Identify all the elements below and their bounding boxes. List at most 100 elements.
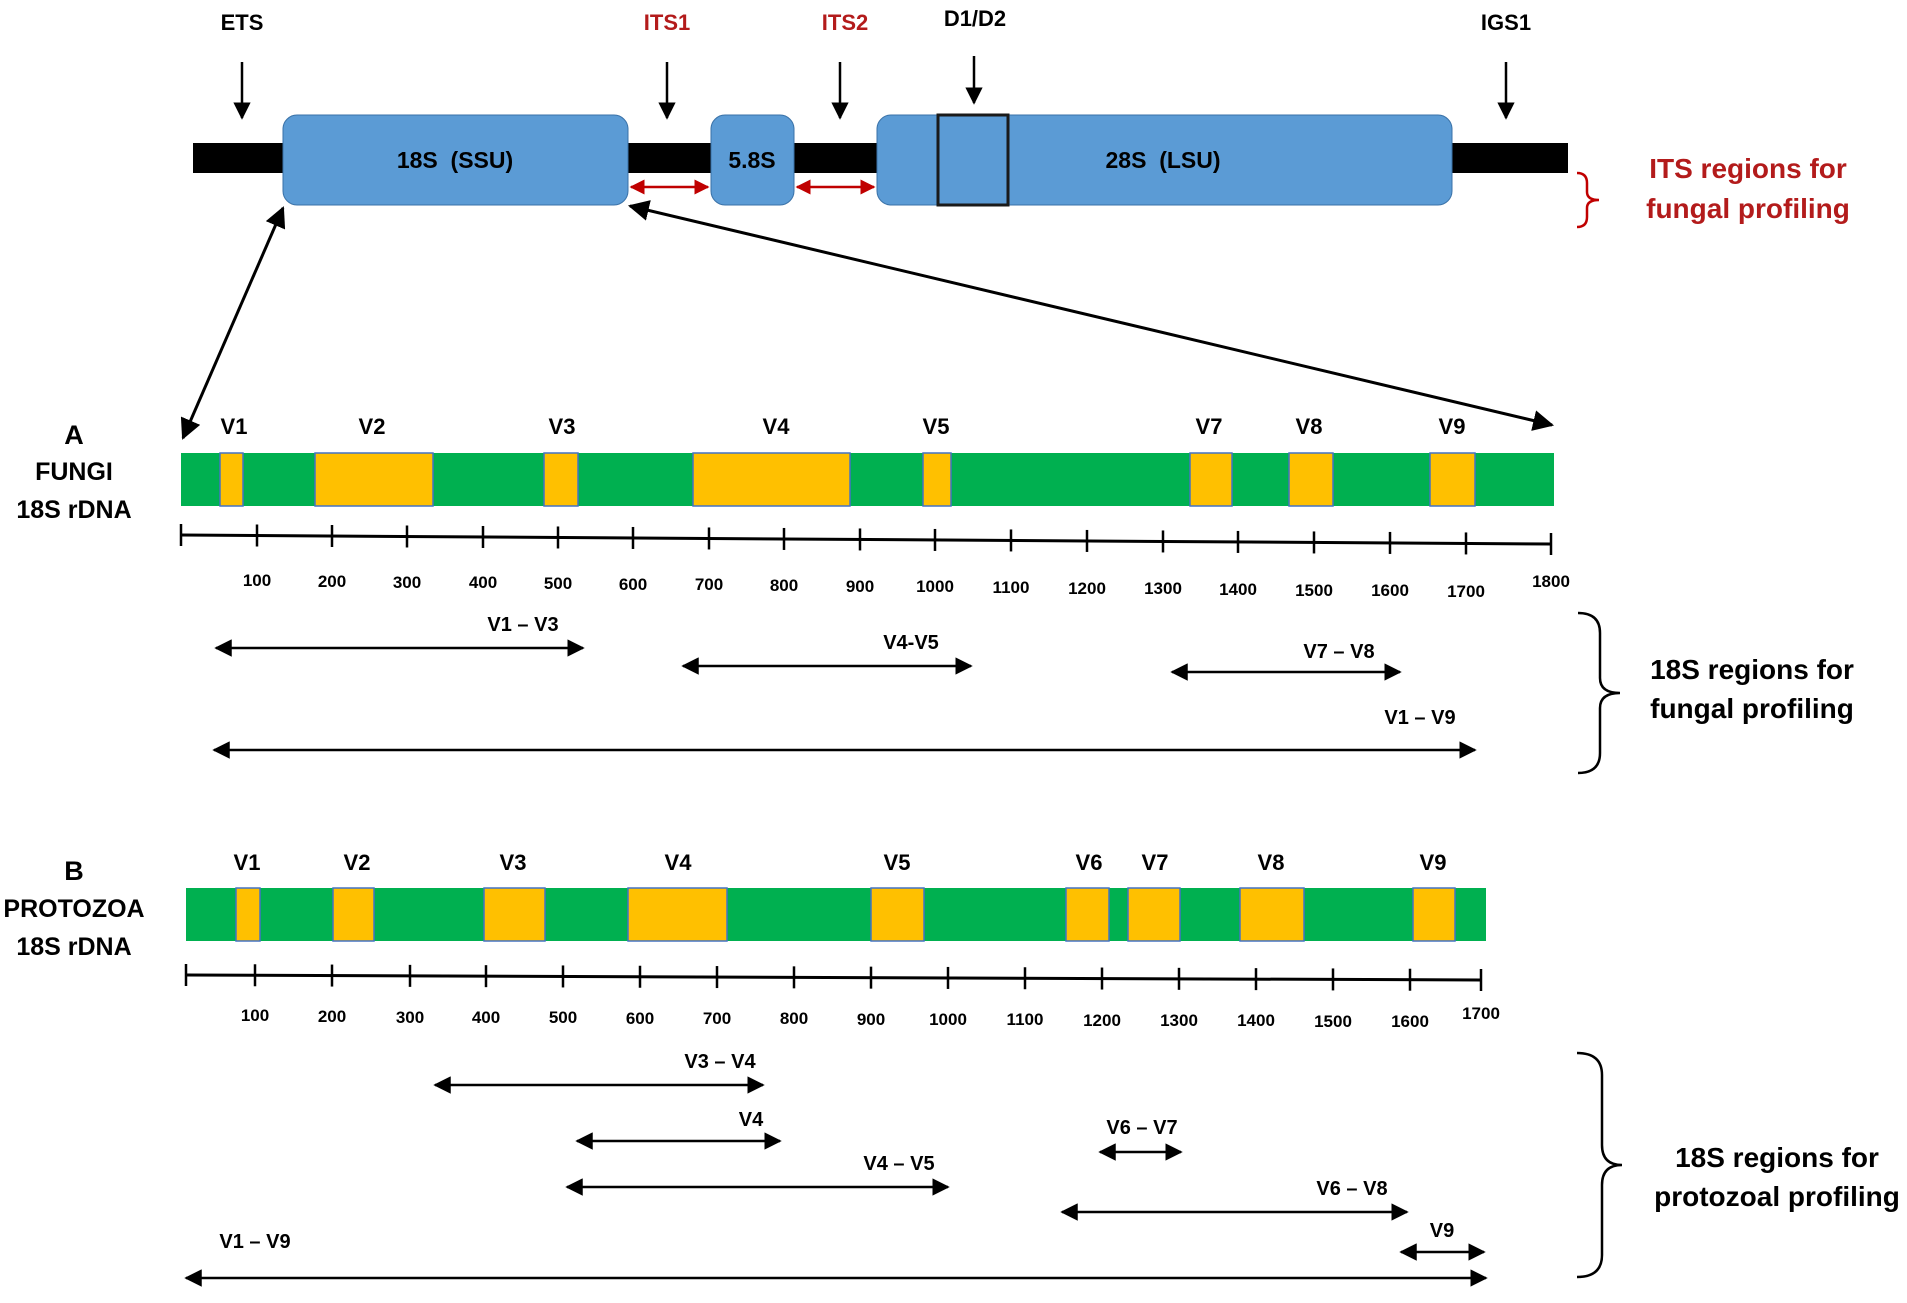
fungi-axis-tick-label: 1800	[1532, 572, 1570, 591]
marker-d1d2-label: D1/D2	[944, 6, 1006, 31]
protozoa-region-label-v2: V2	[344, 850, 371, 875]
protozoa-region-v7	[1127, 887, 1181, 942]
protozoa-region-label-v8: V8	[1258, 850, 1285, 875]
marker-igs1-label: IGS1	[1481, 10, 1531, 35]
protozoa-region-v2	[332, 887, 375, 942]
protozoa-region-v5	[870, 887, 925, 942]
protozoa-axis-tick-label: 1700	[1462, 1004, 1500, 1023]
its-note-line-1: ITS regions for	[1649, 153, 1847, 184]
its-note-brace	[1576, 171, 1600, 229]
protozoa-amplicon-v1-v9-label: V1 – V9	[219, 1231, 290, 1253]
fungi-region-label-v9: V9	[1439, 414, 1466, 439]
fungi-axis-tick-label: 800	[770, 576, 798, 595]
fungi-axis-tick-label: 200	[318, 572, 346, 591]
block-18s	[282, 114, 629, 206]
fungi-axis-tick-label: 1000	[916, 577, 954, 596]
fungi-axis-tick-label: 500	[544, 574, 572, 593]
protozoa-region-group: V1 V2 V3 V4 V5 V6 V7 V8 V9	[234, 850, 1456, 942]
operon-diagram: 18S (SSU) 5.8S 28S (LSU) ETS ITS1 ITS2 D…	[180, 6, 1850, 440]
fungi-axis-tick-label: 400	[469, 573, 497, 592]
fungi-region-label-v8: V8	[1296, 414, 1323, 439]
block-5-8s-label: 5.8S	[728, 147, 775, 173]
fungi-amplicon-v1-v9-label: V1 – V9	[1384, 707, 1455, 729]
fungi-title-line-2: 18S rDNA	[16, 496, 131, 524]
fungi-amplicon-v1-v3-label: V1 – V3	[487, 614, 558, 636]
marker-ets-label: ETS	[221, 10, 264, 35]
fungi-region-label-v4: V4	[763, 414, 791, 439]
fungi-axis-tick-label: 900	[846, 577, 874, 596]
fungi-region-v7	[1189, 452, 1233, 507]
protozoa-region-label-v3: V3	[500, 850, 527, 875]
protozoa-amplicon-v6-v7-label: V6 – V7	[1106, 1117, 1177, 1139]
protozoa-axis-tick-label: 1100	[1007, 1010, 1044, 1029]
its-note-line-2: fungal profiling	[1646, 193, 1850, 224]
protozoa-axis-tick-label: 500	[549, 1008, 577, 1027]
protozoa-amplicon-v9-label: V9	[1430, 1220, 1454, 1242]
fungi-axis-tick-label: 100	[243, 571, 271, 590]
fungi-region-v1	[219, 452, 244, 507]
fungi-region-v2	[314, 452, 434, 507]
protozoa-note-line-2: protozoal profiling	[1654, 1181, 1900, 1212]
fungi-letter: A	[64, 420, 84, 450]
fungi-axis-tick-label: 1100	[993, 578, 1030, 597]
protozoa-axis-tick-label: 1200	[1083, 1011, 1121, 1030]
protozoa-region-label-v9: V9	[1420, 850, 1447, 875]
fungi-region-label-v3: V3	[549, 414, 576, 439]
protozoa-note-brace	[1576, 1051, 1623, 1279]
fungi-axis-tick-label: 1700	[1447, 582, 1485, 601]
fungi-axis-tick-label: 1400	[1219, 580, 1257, 599]
protozoa-region-v6	[1065, 887, 1110, 942]
protozoa-note-line-1: 18S regions for	[1675, 1142, 1879, 1173]
protozoa-region-label-v5: V5	[884, 850, 911, 875]
protozoa-axis-tick-label: 1500	[1314, 1012, 1352, 1031]
protozoa-region-label-v6: V6	[1076, 850, 1103, 875]
protozoa-axis-tick-label: 100	[241, 1006, 269, 1025]
protozoa-title-line-2: 18S rDNA	[16, 933, 131, 961]
protozoa-axis-tick-label: 300	[396, 1008, 424, 1027]
marker-its2-label: ITS2	[822, 10, 868, 35]
protozoa-region-v1	[235, 887, 261, 942]
fungi-region-label-v5: V5	[923, 414, 950, 439]
protozoa-axis-line	[185, 973, 1482, 982]
fungi-region-label-v1: V1	[221, 414, 248, 439]
protozoa-region-v9	[1412, 887, 1456, 942]
fungi-axis-tick-label: 1200	[1068, 579, 1106, 598]
protozoa-axis-tick-label: 400	[472, 1008, 500, 1027]
fungi-region-v4	[692, 452, 851, 507]
protozoa-region-v8	[1239, 887, 1305, 942]
fungi-axis-tick-label: 1600	[1371, 581, 1409, 600]
protozoa-axis-tick-label: 600	[626, 1009, 654, 1028]
fungi-amplicon-v4-v5-label: V4-V5	[883, 632, 939, 654]
zoom-arrow-right	[627, 200, 1555, 431]
marker-its1-label: ITS1	[644, 10, 690, 35]
protozoa-axis-tick-label: 900	[857, 1010, 885, 1029]
fungi-region-label-v2: V2	[359, 414, 386, 439]
protozoa-region-v3	[483, 887, 546, 942]
protozoa-amplicon-v6-v8-label: V6 – V8	[1316, 1178, 1387, 1200]
fungi-amplicon-v7-v8-label: V7 – V8	[1303, 641, 1374, 663]
protozoa-region-label-v4: V4	[665, 850, 693, 875]
protozoa-axis-tick-label: 200	[318, 1007, 346, 1026]
fungi-region-v5	[922, 452, 952, 507]
protozoa-axis-tick-label: 1600	[1391, 1012, 1429, 1031]
protozoa-axis-tick-label: 800	[780, 1009, 808, 1028]
fungi-region-v3	[543, 452, 579, 507]
protozoa-region-v4	[627, 887, 728, 942]
protozoa-title-line-1: PROTOZOA	[3, 895, 144, 923]
protozoa-amplicon-v3-v4-label: V3 – V4	[684, 1051, 756, 1073]
protozoa-region-label-v7: V7	[1142, 850, 1169, 875]
fungi-axis-line	[180, 533, 1552, 546]
fungi-note-line-1: 18S regions for	[1650, 654, 1854, 685]
fungi-region-v8	[1288, 452, 1334, 507]
protozoa-amplicon-v4-v5-label: V4 – V5	[863, 1153, 934, 1175]
fungi-note-brace	[1577, 611, 1621, 775]
protozoa-axis-tick-label: 1000	[929, 1010, 967, 1029]
fungi-axis-tick-label: 1500	[1295, 581, 1333, 600]
block-28s-label: 28S (LSU)	[1105, 147, 1220, 173]
protozoa-region-label-v1: V1	[234, 850, 261, 875]
